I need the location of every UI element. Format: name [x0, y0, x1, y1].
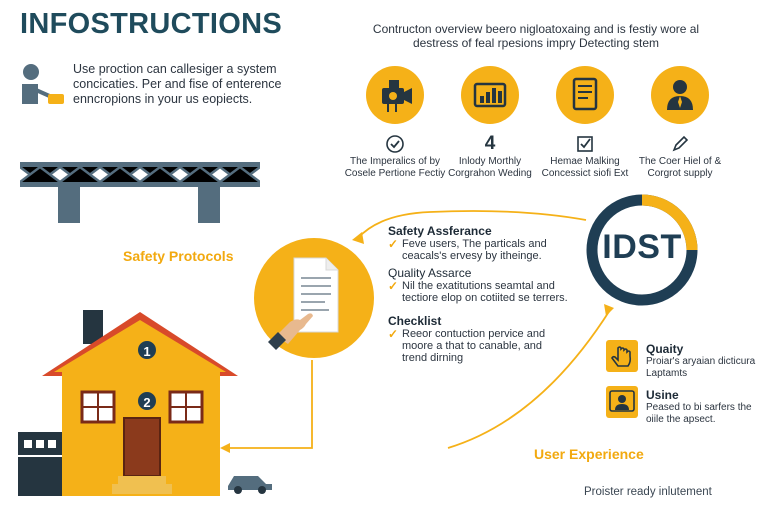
chart-board-icon — [461, 66, 519, 124]
document-icon — [556, 66, 614, 124]
connector-ux-to-idst — [447, 309, 611, 449]
quality-feature-title: Quaity — [646, 342, 684, 356]
quality-assurance-body: Nil the exatitutions seamtal and tectior… — [402, 280, 568, 304]
checkmark-icon: ✓ — [388, 327, 399, 341]
house-badge-1: 1 — [136, 339, 158, 361]
caption-1: The Imperalics of by Cosele Pertione Fec… — [344, 156, 446, 179]
quality-feature-text: Proiar's aryaian dicticura Laptamts — [646, 356, 756, 379]
car-illustration — [228, 476, 272, 494]
safety-assurance-body: Feve users, The particals and ceacals's … — [402, 238, 547, 262]
document-hand-icon — [254, 238, 374, 358]
usine-feature-text: Peased to bi sarfers the oiile the apsec… — [646, 402, 752, 425]
checklist-heading: Checklist — [388, 314, 442, 328]
footer-text: Proister ready inlutement — [584, 486, 712, 498]
checkbox-icon — [574, 133, 596, 155]
shed-illustration — [18, 432, 62, 496]
hand-pointer-icon — [606, 340, 638, 372]
page-title: INFOSTRUCTIONS — [20, 8, 282, 40]
bridge-illustration — [20, 162, 260, 223]
overview-text: Contructon overview beero nigloatoxaing … — [372, 22, 700, 50]
check-circle-icon — [384, 133, 406, 155]
usine-feature-title: Usine — [646, 388, 679, 402]
quality-assurance-item: Quality Assarce ✓Nil the exatitutions se… — [388, 266, 568, 304]
camera-icon — [366, 66, 424, 124]
connector-idst-to-doc — [357, 210, 587, 239]
checklist-body: Reeor contuction pervice and moore a tha… — [402, 328, 546, 364]
safety-protocols-label: Safety Protocols — [123, 248, 234, 264]
number-four: 4 — [484, 133, 496, 154]
user-experience-label: User Experience — [534, 446, 644, 462]
quality-assurance-heading: Quality Assarce — [388, 266, 472, 280]
safety-assurance-heading: Safety Assferance — [388, 224, 492, 238]
checklist-item: Checklist ✓Reeor contuction pervice and … — [388, 314, 568, 364]
caption-2: Inlody Morthly Corgrahon Weding — [448, 156, 532, 179]
connector-doc-to-house — [222, 360, 313, 449]
caption-3: Hemae Malking Concessict siofi Ext — [541, 156, 629, 179]
checkmark-icon: ✓ — [388, 279, 399, 293]
idst-label: IDST — [602, 228, 682, 266]
user-monitor-icon — [606, 386, 638, 418]
house-badge-2: 2 — [136, 390, 158, 412]
safety-assurance-item: Safety Assferance ✓Feve users, The parti… — [388, 224, 568, 262]
person-icon — [651, 66, 709, 124]
intro-text: Use proction can callesiger a system con… — [73, 62, 282, 106]
idst-ring — [586, 194, 698, 306]
checkmark-icon: ✓ — [388, 237, 399, 251]
caption-4: The Coer Hiel of & Corgrot supply — [638, 156, 722, 179]
person-desk-icon — [16, 58, 68, 110]
pen-icon — [669, 133, 691, 155]
